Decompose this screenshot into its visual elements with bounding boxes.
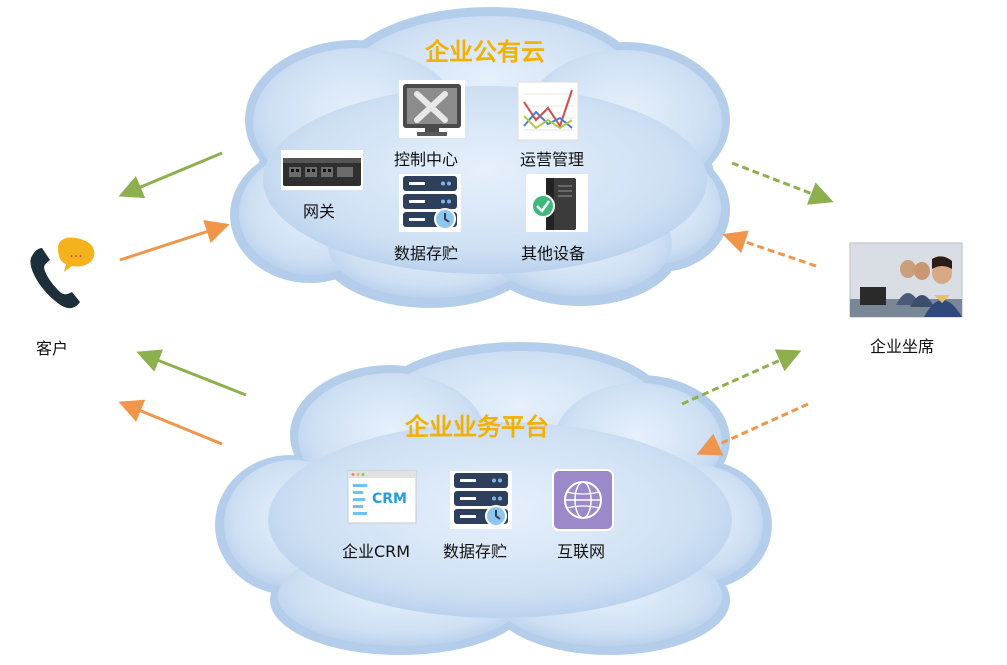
arrow-customer-to-cloud bbox=[119, 220, 230, 262]
public-cloud-shape bbox=[230, 7, 730, 308]
platform-data-storage-label: 数据存贮 bbox=[443, 542, 508, 561]
other-devices-label: 其他设备 bbox=[521, 244, 586, 263]
arrow-cloud-to-customer bbox=[118, 151, 223, 199]
arrow-cloud-to-agents bbox=[731, 161, 834, 205]
control-center-label: 控制中心 bbox=[394, 150, 459, 169]
gateway-device-icon bbox=[281, 150, 363, 190]
crm-label: 企业CRM bbox=[342, 542, 411, 561]
arrow-platform-to-agents bbox=[681, 349, 802, 406]
chat-bubble-dots: ... bbox=[69, 245, 82, 261]
gateway-label: 网关 bbox=[303, 202, 336, 221]
arrow-platform-to-customer-green bbox=[136, 349, 247, 397]
crm-icon-text: CRM bbox=[372, 491, 407, 507]
operations-chart-icon bbox=[517, 81, 579, 141]
internet-globe-icon bbox=[552, 469, 614, 531]
server-tower-icon bbox=[526, 174, 588, 232]
arrow-platform-to-customer-orange bbox=[118, 399, 223, 446]
business-platform-title: 企业业务平台 bbox=[405, 412, 549, 441]
call-center-agents-icon bbox=[849, 242, 963, 318]
agents-label: 企业坐席 bbox=[870, 337, 935, 356]
arrow-agents-to-platform bbox=[696, 402, 809, 456]
arrow-agents-to-cloud bbox=[722, 230, 817, 268]
data-storage-label: 数据存贮 bbox=[394, 244, 459, 263]
server-storage-icon bbox=[450, 471, 512, 529]
internet-label: 互联网 bbox=[557, 542, 606, 561]
customer-label: 客户 bbox=[36, 339, 69, 358]
server-storage-icon bbox=[399, 174, 461, 232]
control-center-icon bbox=[399, 80, 465, 138]
public-cloud-title: 企业公有云 bbox=[425, 37, 545, 66]
operations-label: 运营管理 bbox=[520, 150, 585, 169]
phone-chat-icon: ... bbox=[30, 237, 95, 309]
crm-window-icon bbox=[347, 470, 417, 524]
